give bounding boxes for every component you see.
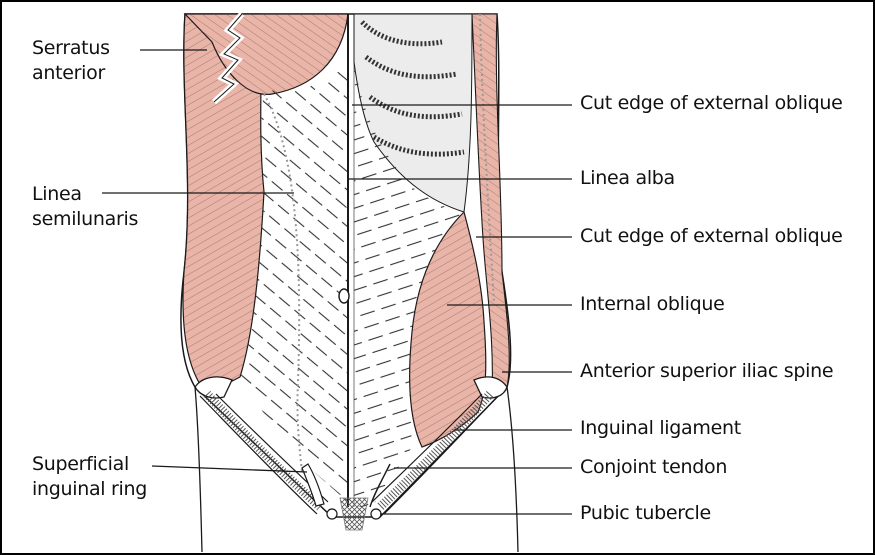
label-linea-semilunaris-line2: semilunaris [32, 207, 138, 232]
label-conjoint-tendon: Conjoint tendon [580, 455, 727, 480]
pubic-symphysis [340, 498, 368, 530]
label-pubic-tubercle: Pubic tubercle [580, 501, 711, 526]
label-internal-oblique: Internal oblique [580, 292, 725, 317]
label-cut-edge-upper: Cut edge of external oblique [580, 91, 843, 116]
label-linea-semilunaris-line1: Linea [32, 182, 138, 207]
label-linea-alba: Linea alba [580, 166, 675, 191]
label-cut-edge-lower: Cut edge of external oblique [580, 224, 843, 249]
label-linea-semilunaris: Linea semilunaris [32, 182, 138, 232]
label-serratus-line1: Serratus [32, 36, 110, 61]
label-serratus-anterior: Serratus anterior [32, 36, 110, 86]
label-inguinal-ligament: Inguinal ligament [580, 416, 741, 441]
label-superficial-ring-line1: Superficial [32, 452, 147, 477]
pubic-tubercle-left [327, 509, 337, 519]
umbilicus [339, 289, 349, 303]
label-superficial-inguinal-ring: Superficial inguinal ring [32, 452, 147, 502]
label-serratus-line2: anterior [32, 61, 110, 86]
label-superficial-ring-line2: inguinal ring [32, 477, 147, 502]
label-asis: Anterior superior iliac spine [580, 359, 833, 384]
pubic-tubercle-right [371, 509, 381, 519]
